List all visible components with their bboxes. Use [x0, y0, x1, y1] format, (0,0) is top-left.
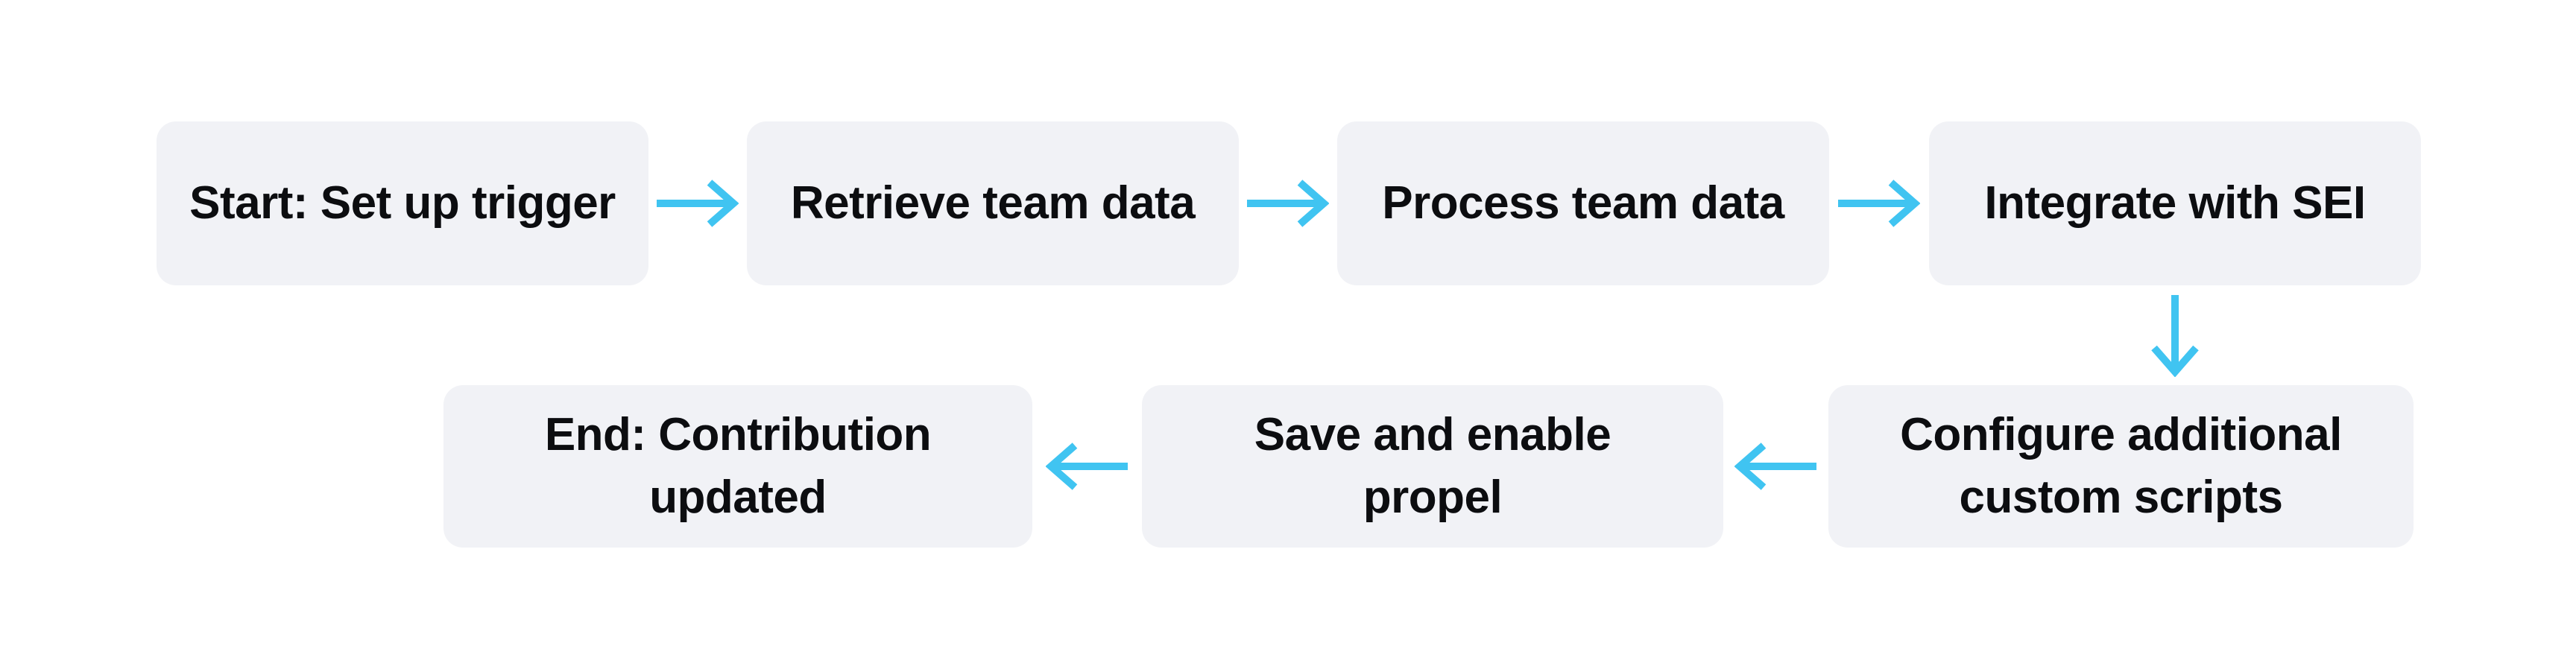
flow-node-end-label: End: Contribution updated	[544, 409, 932, 523]
arrow-left-icon	[1734, 440, 1816, 492]
arrow-right-icon	[1247, 177, 1329, 229]
flow-node-process-team-data: Process team data	[1337, 121, 1829, 285]
flow-node-integrate-label: Integrate with SEI	[1984, 177, 2366, 229]
flow-node-start-label: Start: Set up trigger	[189, 177, 616, 229]
flow-node-start: Start: Set up trigger	[157, 121, 648, 285]
arrow-down-icon	[2149, 295, 2201, 377]
flow-node-retrieve-team-data: Retrieve team data	[747, 121, 1239, 285]
flow-node-integrate-with-sei: Integrate with SEI	[1929, 121, 2421, 285]
flow-node-configure-label: Configure additional custom scripts	[1900, 409, 2342, 523]
flow-node-process-label: Process team data	[1382, 177, 1784, 229]
flow-node-retrieve-label: Retrieve team data	[790, 177, 1196, 229]
arrow-right-icon	[1838, 177, 1920, 229]
flow-node-end: End: Contribution updated	[443, 385, 1032, 548]
arrow-left-icon	[1046, 440, 1128, 492]
flow-node-configure-custom-scripts: Configure additional custom scripts	[1828, 385, 2414, 548]
flow-node-save-enable-propel: Save and enable propel	[1142, 385, 1723, 548]
arrow-right-icon	[657, 177, 739, 229]
flow-node-save-label: Save and enable propel	[1254, 409, 1611, 523]
